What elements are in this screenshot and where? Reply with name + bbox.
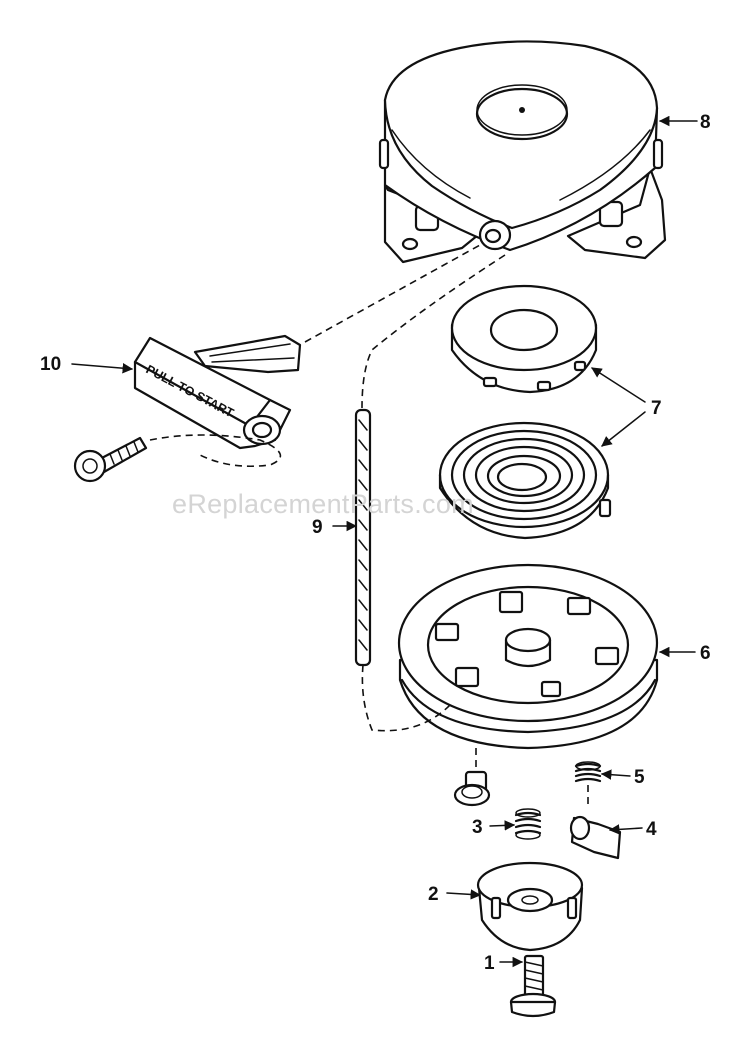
starter-pawl	[569, 815, 622, 860]
starter-rope	[354, 408, 372, 667]
callout-5-label: 5	[634, 767, 645, 788]
callout-1: 1	[484, 953, 524, 974]
pawl-spring	[574, 761, 602, 783]
starter-pulley	[397, 563, 659, 750]
callout-3-label: 3	[472, 817, 483, 838]
starter-housing	[378, 40, 667, 264]
callout-2-label: 2	[428, 884, 439, 905]
callout-7: 7	[591, 367, 662, 447]
callout-7-label: 7	[651, 398, 662, 419]
callout-8-label: 8	[700, 112, 711, 133]
callout-8: 8	[658, 112, 711, 133]
callout-4: 4	[608, 819, 657, 840]
callout-3: 3	[472, 817, 516, 838]
retainer-cup	[476, 861, 584, 952]
callout-10: 10	[40, 354, 134, 375]
callout-1-label: 1	[484, 953, 495, 974]
recoil-spring	[438, 421, 612, 540]
brake-spring	[514, 808, 542, 840]
callout-9: 9	[312, 517, 358, 538]
callout-5: 5	[600, 767, 645, 788]
starter-handle: PULL TO START	[133, 334, 302, 450]
callout-6: 6	[658, 643, 711, 664]
callout-4-label: 4	[646, 819, 657, 840]
callout-6-label: 6	[700, 643, 711, 664]
pivot-pin	[453, 770, 491, 807]
spring-retainer-cup	[450, 284, 598, 394]
watermark: eReplacementParts.com	[172, 489, 474, 519]
callout-2: 2	[428, 884, 482, 905]
callout-10-label: 10	[40, 354, 61, 375]
center-screw	[509, 954, 557, 1018]
rope-routing-lines	[149, 244, 589, 808]
callout-9-label: 9	[312, 517, 323, 538]
handle-screw	[73, 436, 148, 483]
